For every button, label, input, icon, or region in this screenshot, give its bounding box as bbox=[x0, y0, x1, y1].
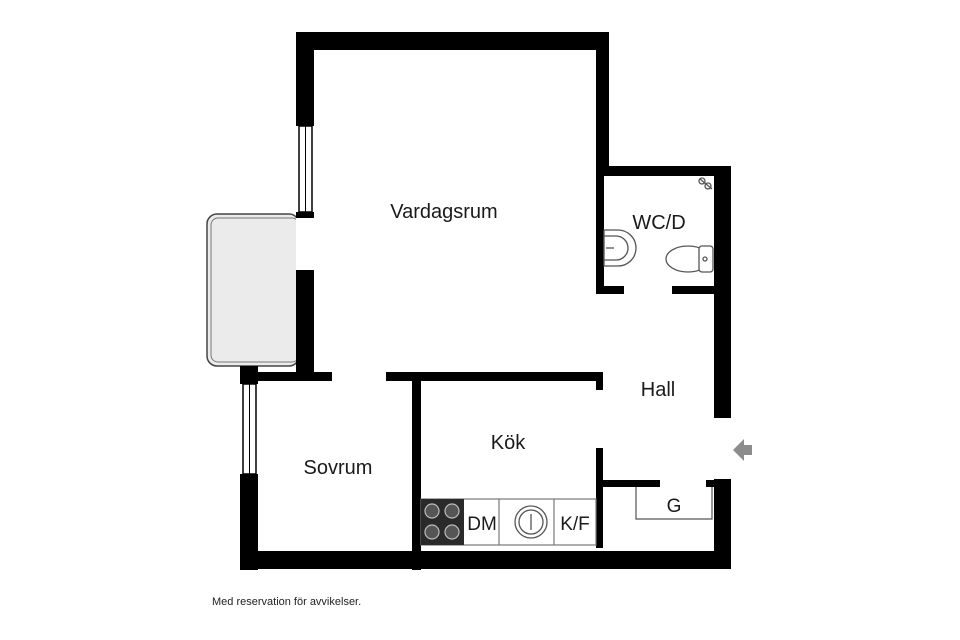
wall-bedroom-kitchen bbox=[412, 372, 421, 570]
wall-wardrobe-top-right bbox=[706, 480, 731, 487]
wardrobe bbox=[635, 487, 713, 520]
room-label-wc: WC/D bbox=[632, 212, 685, 234]
wc-fixtures bbox=[603, 177, 714, 273]
kitchen-sink-icon bbox=[514, 505, 548, 539]
wall-wc-left bbox=[596, 166, 604, 294]
wall-kitchen-top-stub bbox=[596, 372, 603, 390]
wc-sink bbox=[603, 229, 637, 267]
stove-icon bbox=[421, 499, 464, 545]
fixture-label-dishwasher: DM bbox=[467, 514, 497, 535]
room-label-hall: Hall bbox=[641, 379, 675, 401]
wall-bottom bbox=[240, 551, 731, 569]
wall-bedroom-top-left bbox=[240, 372, 332, 381]
fixture-label-wardrobe: G bbox=[667, 496, 682, 517]
balcony bbox=[206, 213, 300, 367]
room-label-vardagsrum: Vardagsrum bbox=[390, 201, 497, 223]
wall-living-left-lower bbox=[296, 270, 314, 380]
wall-kitchen-top bbox=[386, 372, 603, 381]
shower-head-icon bbox=[698, 177, 713, 190]
wall-living-left-upper bbox=[296, 32, 314, 126]
wall-wardrobe-top-left bbox=[603, 480, 660, 487]
wall-right-lower bbox=[714, 479, 731, 569]
disclaimer-text: Med reservation för avvikelser. bbox=[212, 596, 362, 608]
wall-living-right bbox=[596, 32, 609, 176]
wall-wc-top bbox=[596, 166, 731, 176]
balcony-slab bbox=[206, 213, 300, 367]
wall-bedroom-left-lower bbox=[240, 474, 258, 570]
wall-wc-bottom-right bbox=[672, 286, 731, 294]
wall-wc-bottom-left bbox=[596, 286, 624, 294]
fixture-label-fridge-freezer: K/F bbox=[560, 514, 590, 535]
wall-bedroom-left-upper bbox=[240, 366, 258, 384]
wall-living-left-mid bbox=[296, 212, 314, 218]
windows bbox=[242, 125, 313, 475]
walls bbox=[240, 32, 731, 570]
kitchen-counter bbox=[420, 498, 597, 546]
entrance-arrow-icon bbox=[733, 439, 752, 461]
room-label-sovrum: Sovrum bbox=[304, 457, 373, 479]
wc-toilet bbox=[665, 245, 714, 273]
wall-top-living bbox=[296, 32, 609, 50]
wall-kitchen-right bbox=[596, 448, 603, 548]
balcony-door-gap bbox=[296, 218, 300, 270]
room-label-kok: Kök bbox=[491, 432, 526, 454]
